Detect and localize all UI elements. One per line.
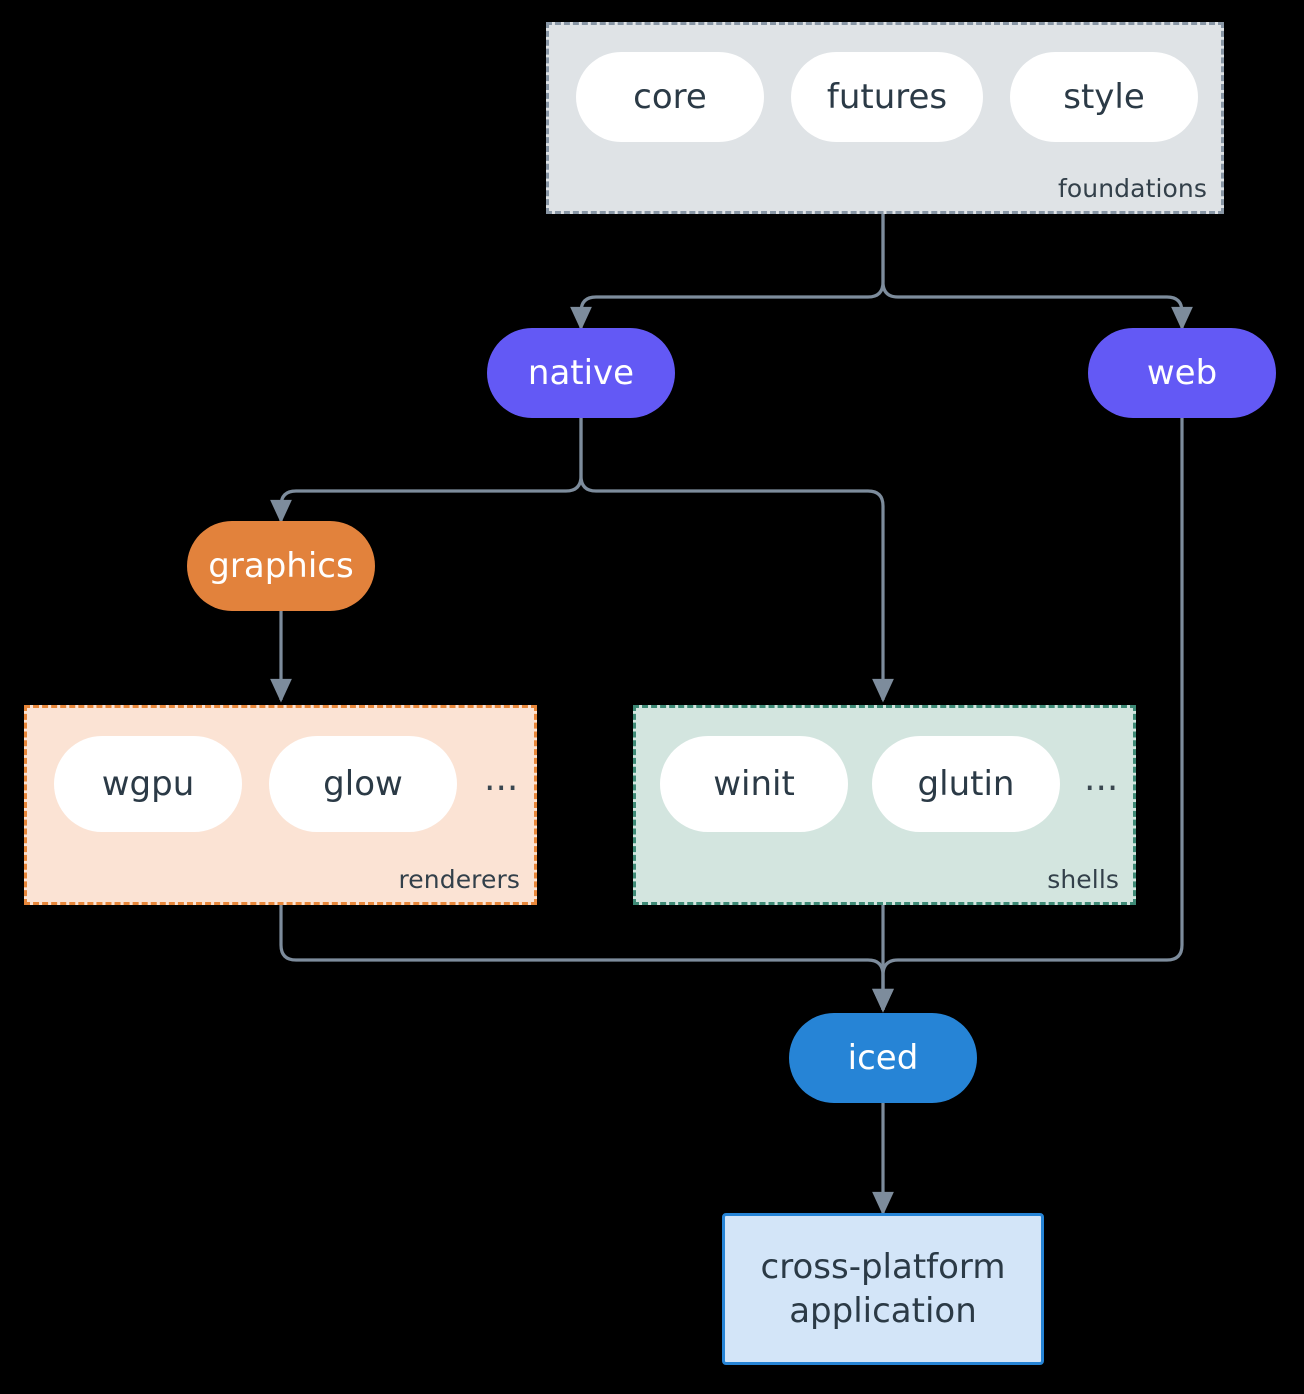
node-web[interactable]: web [1088,328,1276,418]
shells-pill-row: winit glutin ... [660,736,1118,832]
group-renderers-label: renderers [398,865,520,894]
group-shells: winit glutin ... shells [633,705,1136,905]
edge-foundations-native [570,214,885,331]
renderers-pill-row: wgpu glow ... [54,736,518,832]
edge-renderers-iced [279,905,894,1013]
renderers-ellipsis: ... [484,758,519,799]
edge-foundations-web [881,214,1193,331]
node-iced-label: iced [847,1038,919,1078]
pill-glutin-label: glutin [917,764,1015,804]
pill-winit[interactable]: winit [660,736,848,832]
pill-core-label: core [633,77,707,117]
pill-glutin[interactable]: glutin [872,736,1060,832]
edge-native-graphics [270,418,583,524]
node-graphics[interactable]: graphics [187,521,375,611]
group-foundations-label: foundations [1058,174,1207,203]
node-iced[interactable]: iced [789,1013,977,1103]
node-cross-platform-application[interactable]: cross-platform application [722,1213,1044,1365]
node-graphics-label: graphics [208,546,354,586]
pill-winit-label: winit [713,764,795,804]
group-foundations: core futures style foundations [546,22,1224,214]
node-native-label: native [527,353,635,393]
pill-glow[interactable]: glow [269,736,457,832]
pill-wgpu-label: wgpu [101,764,195,804]
foundations-pill-row: core futures style [576,52,1198,142]
pill-futures-label: futures [826,77,948,117]
pill-style-label: style [1063,77,1145,117]
group-renderers: wgpu glow ... renderers [24,705,537,905]
node-native[interactable]: native [487,328,675,418]
pill-core[interactable]: core [576,52,764,142]
application-label-line1: cross-platform [760,1246,1006,1287]
pill-style[interactable]: style [1010,52,1198,142]
group-shells-label: shells [1047,865,1119,894]
node-web-label: web [1146,353,1218,393]
pill-futures[interactable]: futures [791,52,983,142]
edge-native-shells [579,418,894,703]
pill-wgpu[interactable]: wgpu [54,736,242,832]
shells-ellipsis: ... [1084,758,1119,799]
pill-glow-label: glow [323,764,403,804]
application-label-line2: application [789,1291,977,1331]
